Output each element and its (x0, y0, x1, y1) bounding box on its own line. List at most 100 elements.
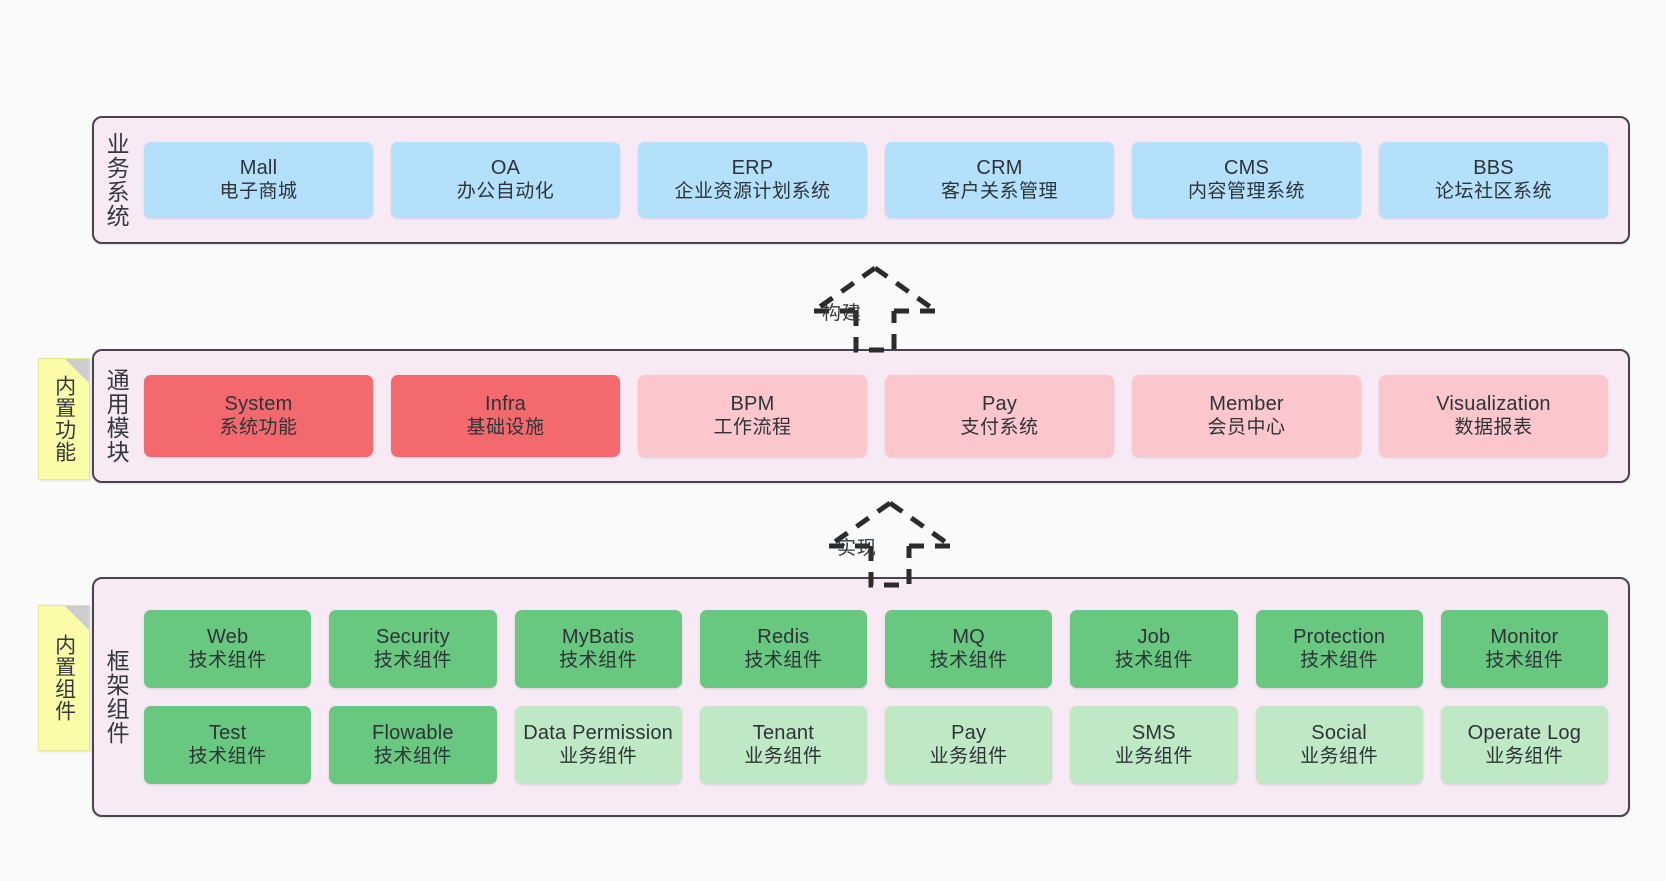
card-title: Tenant (752, 722, 814, 745)
card-subtitle: 技术组件 (1485, 649, 1564, 671)
card-mq[interactable]: MQ 技术组件 (885, 610, 1053, 688)
card-title: Operate Log (1467, 722, 1582, 745)
business-card-row: Mall 电子商城 OA 办公自动化 ERP 企业资源计划系统 CRM 客户关系… (144, 142, 1608, 218)
card-title: Data Permission (523, 722, 673, 745)
card-title: Monitor (1490, 626, 1559, 649)
card-redis[interactable]: Redis 技术组件 (699, 610, 867, 688)
card-title: OA (490, 157, 521, 180)
card-title: Social (1311, 722, 1367, 745)
card-test[interactable]: Test 技术组件 (144, 706, 312, 784)
card-subtitle: 技术组件 (1114, 649, 1193, 671)
modules-card-row: System 系统功能 Infra 基础设施 BPM 工作流程 Pay 支付系统… (144, 375, 1608, 457)
card-title: System (224, 393, 293, 416)
card-data-permission[interactable]: Data Permission 业务组件 (514, 706, 682, 784)
panel-business-systems: 业务系统 Mall 电子商城 OA 办公自动化 ERP 企业资源计划系统 CRM… (92, 116, 1630, 244)
card-member[interactable]: Member 会员中心 (1132, 375, 1361, 457)
card-crm[interactable]: CRM 客户关系管理 (885, 142, 1114, 218)
card-mybatis[interactable]: MyBatis 技术组件 (514, 610, 682, 688)
card-title: Member (1209, 393, 1284, 416)
card-infra[interactable]: Infra 基础设施 (391, 375, 620, 457)
card-mall[interactable]: Mall 电子商城 (144, 142, 373, 218)
card-subtitle: 基础设施 (466, 416, 545, 438)
card-title: SMS (1131, 722, 1176, 745)
card-security[interactable]: Security 技术组件 (329, 610, 497, 688)
card-erp[interactable]: ERP 企业资源计划系统 (638, 142, 867, 218)
panel-title-business-systems: 业务系统 (103, 132, 130, 228)
card-sms[interactable]: SMS 业务组件 (1070, 706, 1238, 784)
card-subtitle: 技术组件 (188, 745, 267, 767)
card-subtitle: 业务组件 (744, 745, 823, 767)
card-protection[interactable]: Protection 技术组件 (1255, 610, 1423, 688)
card-monitor[interactable]: Monitor 技术组件 (1440, 610, 1608, 688)
card-title: Pay (951, 722, 987, 745)
connector-build: 构建 (795, 262, 955, 354)
card-subtitle: 技术组件 (373, 745, 452, 767)
card-subtitle: 电子商城 (219, 180, 298, 202)
connector-implement-label: 实现 (837, 538, 878, 559)
panel-body-business-systems: Mall 电子商城 OA 办公自动化 ERP 企业资源计划系统 CRM 客户关系… (138, 118, 1628, 242)
card-oa[interactable]: OA 办公自动化 (391, 142, 620, 218)
card-subtitle: 论坛社区系统 (1434, 180, 1552, 202)
sticky-note-builtin-features: 内置功能 (38, 358, 90, 480)
card-title: Job (1137, 626, 1171, 649)
card-title: Web (206, 626, 249, 649)
card-title: Visualization (1436, 393, 1551, 416)
panel-common-modules: 通用模块 System 系统功能 Infra 基础设施 BPM 工作流程 Pay… (92, 349, 1630, 483)
card-social[interactable]: Social 业务组件 (1255, 706, 1423, 784)
card-title: CRM (976, 157, 1023, 180)
card-subtitle: 业务组件 (1114, 745, 1193, 767)
card-subtitle: 办公自动化 (456, 180, 555, 202)
card-subtitle: 业务组件 (1300, 745, 1379, 767)
card-subtitle: 支付系统 (960, 416, 1039, 438)
panel-title-framework-components: 框架组件 (103, 649, 130, 745)
folded-corner-icon (65, 606, 89, 630)
framework-tech-row: Web 技术组件 Security 技术组件 MyBatis 技术组件 Redi… (144, 610, 1608, 688)
card-subtitle: 内容管理系统 (1187, 180, 1305, 202)
card-operate-log[interactable]: Operate Log 业务组件 (1440, 706, 1608, 784)
panel-framework-components: 框架组件 Web 技术组件 Security 技术组件 MyBatis 技术组件… (92, 577, 1630, 817)
card-title: CMS (1223, 157, 1270, 180)
card-title: Security (375, 626, 450, 649)
sticky-note-label: 内置功能 (52, 375, 76, 463)
panel-title-common-modules: 通用模块 (103, 368, 130, 464)
card-title: Test (208, 722, 247, 745)
card-system[interactable]: System 系统功能 (144, 375, 373, 457)
card-title: Flowable (372, 722, 454, 745)
connector-build-label: 构建 (822, 303, 863, 324)
panel-body-framework-components: Web 技术组件 Security 技术组件 MyBatis 技术组件 Redi… (138, 579, 1628, 815)
card-title: Infra (484, 393, 527, 416)
card-subtitle: 技术组件 (744, 649, 823, 671)
card-title: MyBatis (561, 626, 635, 649)
card-title: ERP (731, 157, 774, 180)
folded-corner-icon (65, 359, 89, 383)
sticky-note-builtin-components: 内置组件 (38, 605, 90, 751)
card-job[interactable]: Job 技术组件 (1070, 610, 1238, 688)
card-flowable[interactable]: Flowable 技术组件 (329, 706, 497, 784)
card-cms[interactable]: CMS 内容管理系统 (1132, 142, 1361, 218)
card-title: MQ (952, 626, 985, 649)
card-subtitle: 业务组件 (559, 745, 638, 767)
sticky-note-label: 内置组件 (52, 634, 76, 722)
card-title: Redis (757, 626, 810, 649)
card-subtitle: 客户关系管理 (940, 180, 1058, 202)
card-subtitle: 工作流程 (713, 416, 792, 438)
connector-implement-arrow (827, 500, 953, 588)
card-tenant[interactable]: Tenant 业务组件 (699, 706, 867, 784)
card-visualization[interactable]: Visualization 数据报表 (1379, 375, 1608, 457)
card-title: Protection (1293, 626, 1386, 649)
card-subtitle: 技术组件 (1300, 649, 1379, 671)
card-subtitle: 数据报表 (1454, 416, 1533, 438)
card-subtitle: 技术组件 (373, 649, 452, 671)
card-subtitle: 技术组件 (188, 649, 267, 671)
card-web[interactable]: Web 技术组件 (144, 610, 312, 688)
card-subtitle: 会员中心 (1207, 416, 1286, 438)
card-subtitle: 业务组件 (1485, 745, 1564, 767)
card-pay-component[interactable]: Pay 业务组件 (885, 706, 1053, 784)
card-pay-module[interactable]: Pay 支付系统 (885, 375, 1114, 457)
card-subtitle: 技术组件 (559, 649, 638, 671)
connector-build-arrow (812, 265, 938, 353)
card-subtitle: 企业资源计划系统 (674, 180, 831, 202)
card-bbs[interactable]: BBS 论坛社区系统 (1379, 142, 1608, 218)
card-bpm[interactable]: BPM 工作流程 (638, 375, 867, 457)
